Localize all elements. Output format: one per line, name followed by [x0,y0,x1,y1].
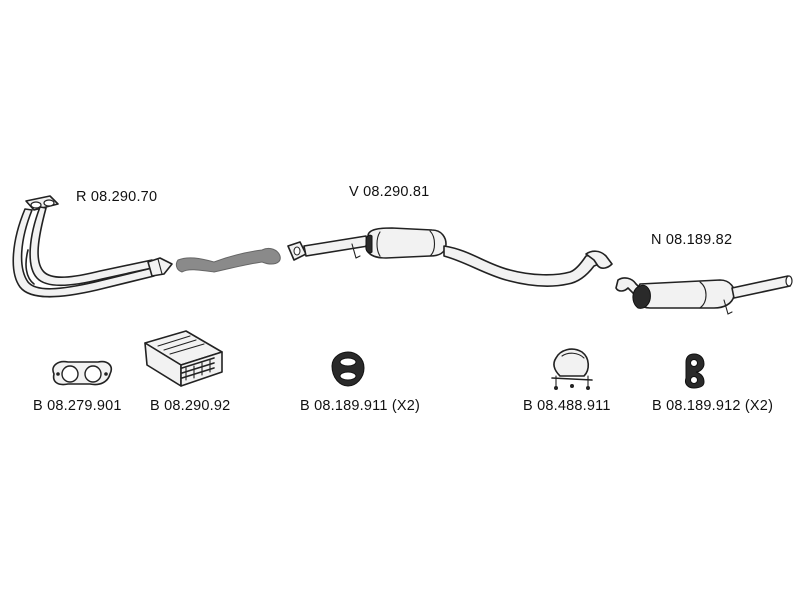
rubber-mount-2-drawing [685,353,705,389]
middle-section-label: V 08.290.81 [349,184,430,200]
fitting-kit-label: B 08.290.92 [150,398,231,414]
front-pipe-drawing [12,195,173,298]
middle-section-drawing [287,227,613,287]
rubber-mount-2-label: B 08.189.912 (X2) [652,398,774,414]
connecting-pipe-drawing [175,247,281,273]
gasket-label: B 08.279.901 [33,398,122,414]
rubber-mount-1-drawing [331,351,365,387]
rear-silencer-label: N 08.189.82 [651,232,733,248]
rear-silencer-drawing [615,275,793,315]
gasket-drawing [52,360,113,386]
rubber-mount-1-label: B 08.189.911 (X2) [300,398,421,414]
clamp-label: B 08.488.911 [523,398,611,414]
fitting-kit-drawing [144,330,223,387]
clamp-drawing [551,348,593,390]
front-pipe-label: R 08.290.70 [76,189,158,205]
